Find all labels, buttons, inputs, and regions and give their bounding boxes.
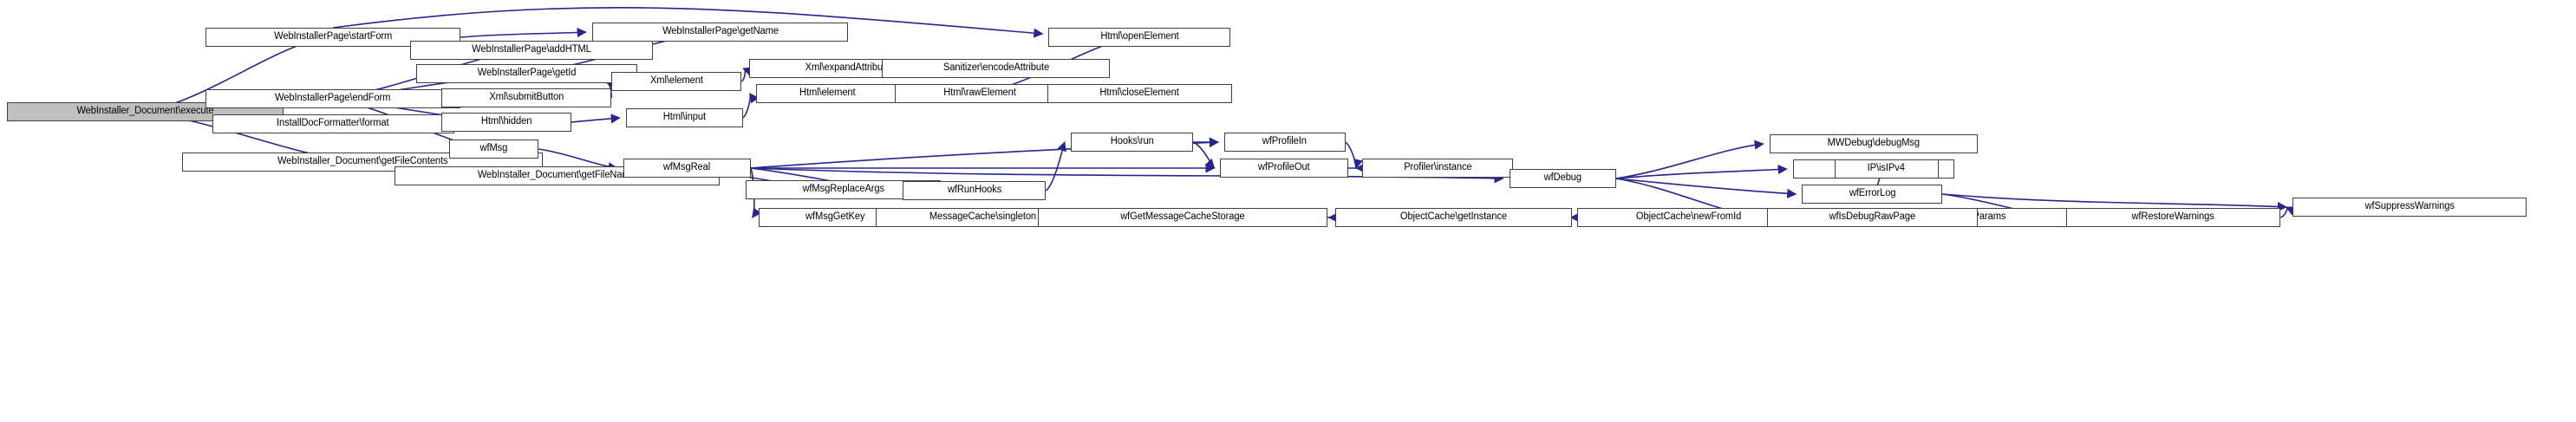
graph-edge (1615, 140, 1764, 179)
graph-node-label: wfMsgReal (663, 162, 711, 173)
graph-node-label: WebInstallerPage\getId (477, 68, 577, 79)
graph-node-label: Html\input (662, 112, 706, 123)
graph-node-webinstallerpage-getid[interactable]: WebInstallerPage\getId (416, 64, 638, 83)
graph-node-html-input[interactable]: Html\input (625, 108, 743, 127)
graph-edge (1942, 193, 2288, 212)
graph-node-wfmsg[interactable]: wfMsg (448, 140, 539, 159)
graph-node-label: Html\rawElement (943, 88, 1016, 99)
graph-node-html-rawelement[interactable]: Html\rawElement (895, 84, 1065, 103)
graph-node-wfisdebugrawpage[interactable]: wfIsDebugRawPage (1766, 208, 1978, 227)
graph-node-label: wfMsgReplaceArgs (802, 184, 884, 195)
graph-edge (460, 27, 587, 38)
graph-node-mwdebug-debugmsg[interactable]: MWDebug\debugMsg (1769, 134, 1978, 153)
graph-node-label: Html\hidden (480, 116, 532, 127)
graph-node-label: InstallDocFormatter\format (277, 118, 389, 129)
graph-node-objectcache-getinstance[interactable]: ObjectCache\getInstance (1334, 208, 1572, 227)
graph-node-label: wfProfileOut (1258, 162, 1310, 173)
graph-node-html-closeelement[interactable]: Html\closeElement (1047, 84, 1232, 103)
graph-edge (740, 67, 753, 82)
graph-node-wferrorlog[interactable]: wfErrorLog (1802, 185, 1943, 204)
graph-node-wfmsgreal[interactable]: wfMsgReal (623, 159, 751, 178)
graph-node-label: Sanitizer\encodeAttribute (942, 62, 1049, 74)
graph-node-label: wfMsgGetKey (805, 211, 865, 223)
graph-node-label: wfMsg (479, 143, 508, 154)
graph-node-label: WebInstaller_Document\execute (76, 106, 214, 117)
graph-node-label: wfProfileIn (1262, 136, 1308, 147)
graph-node-html-openelement[interactable]: Html\openElement (1048, 28, 1231, 47)
graph-node-label: WebInstaller_Document\getFileName (478, 170, 636, 181)
graph-node-webinstallerpage-getname[interactable]: WebInstallerPage\getName (591, 23, 849, 42)
graph-node-label: WebInstallerPage\startForm (274, 31, 393, 42)
graph-edge (1615, 178, 1797, 198)
graph-node-label: ObjectCache\newFromId (1635, 211, 1742, 223)
graph-node-xml-submitbutton[interactable]: Xml\submitButton (440, 88, 612, 107)
graph-node-label: Hooks\run (1110, 136, 1154, 147)
graph-node-label: IP\isIPv4 (1868, 163, 1906, 174)
graph-node-label: Html\openElement (1100, 31, 1179, 42)
graph-edge (1615, 164, 1788, 179)
graph-node-label: wfDebug (1543, 172, 1581, 184)
graph-node-label: WebInstallerPage\getName (662, 26, 779, 37)
graph-node-webinstallerpage-startform[interactable]: WebInstallerPage\startForm (205, 28, 461, 47)
graph-node-label: wfSuppressWarnings (2364, 201, 2455, 212)
graph-node-html-element[interactable]: Html\element (755, 84, 899, 103)
graph-node-wfprofilein[interactable]: wfProfileIn (1223, 133, 1346, 152)
graph-edge (538, 148, 618, 172)
graph-node-wfgetmessagecachestorage[interactable]: wfGetMessageCacheStorage (1038, 208, 1327, 227)
graph-edge (742, 93, 760, 119)
graph-edge-arc (333, 7, 1044, 38)
graph-node-label: MessageCache\singleton (929, 211, 1037, 223)
graph-node-label: Xml\submitButton (488, 92, 564, 103)
graph-node-installdocformatter-format[interactable]: InstallDocFormatter\format (212, 114, 454, 133)
graph-node-label: Xml\expandAttributes (805, 62, 896, 74)
graph-node-wfsuppresswarnings[interactable]: wfSuppressWarnings (2292, 198, 2527, 217)
graph-node-label: WebInstaller_Document\getFileContents (277, 156, 448, 167)
graph-node-label: ObjectCache\getInstance (1399, 211, 1507, 223)
graph-edge (1045, 140, 1066, 192)
graph-node-profiler-instance[interactable]: Profiler\instance (1362, 159, 1514, 178)
graph-node-wfrestorewarnings[interactable]: wfRestoreWarnings (2065, 208, 2281, 227)
graph-node-label: Xml\element (649, 75, 703, 87)
graph-node-label: Html\element (799, 88, 856, 99)
graph-node-html-hidden[interactable]: Html\hidden (440, 113, 571, 132)
graph-node-label: Html\closeElement (1099, 88, 1180, 99)
graph-node-label: wfErrorLog (1849, 188, 1895, 199)
graph-node-hooks-run[interactable]: Hooks\run (1070, 133, 1193, 152)
graph-node-label: wfRunHooks (947, 185, 1002, 196)
graph-node-label: Profiler\instance (1403, 162, 1472, 173)
graph-node-wfprofileout[interactable]: wfProfileOut (1220, 159, 1348, 178)
graph-node-label: wfGetMessageCacheStorage (1120, 211, 1245, 223)
graph-node-messagecache-singleton[interactable]: MessageCache\singleton (875, 208, 1091, 227)
graph-node-wfrunhooks[interactable]: wfRunHooks (903, 181, 1047, 200)
graph-edge (2280, 206, 2297, 218)
graph-node-wfdebug[interactable]: wfDebug (1509, 169, 1616, 188)
graph-node-label: MWDebug\debugMsg (1827, 138, 1920, 149)
graph-node-webinstallerpage-endform[interactable]: WebInstallerPage\endForm (205, 89, 461, 108)
graph-node-webinstallerpage-addhtml[interactable]: WebInstallerPage\addHTML (409, 41, 654, 60)
graph-node-label: wfIsDebugRawPage (1829, 211, 1915, 223)
graph-node-sanitizer-encodeattribute[interactable]: Sanitizer\encodeAttribute (882, 59, 1110, 78)
graph-node-label: WebInstallerPage\endForm (275, 93, 391, 104)
graph-node-ip-isipv4[interactable]: IP\isIPv4 (1834, 159, 1939, 179)
graph-node-xml-element[interactable]: Xml\element (611, 72, 742, 91)
graph-node-label: WebInstallerPage\addHTML (472, 44, 591, 55)
graph-edge (1192, 141, 1216, 169)
graph-node-label: wfRestoreWarnings (2131, 211, 2215, 223)
graph-edge (571, 114, 621, 124)
